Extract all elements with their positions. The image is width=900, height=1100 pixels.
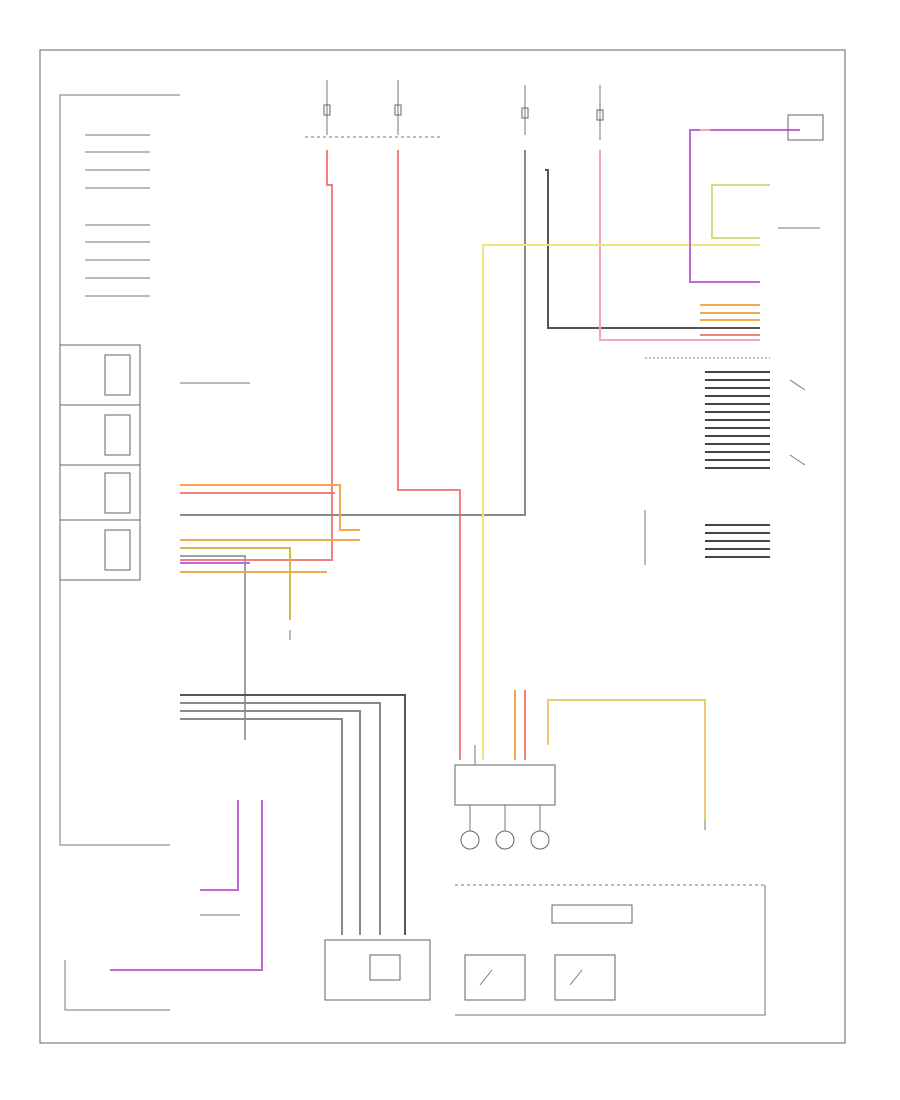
switch-box-left (464, 954, 526, 1001)
top-right-module (787, 114, 824, 141)
fuse-column-3 (521, 85, 529, 135)
lower-left-bracket (64, 960, 170, 1011)
connector-icon (369, 954, 401, 981)
bottom-switch-box-1 (551, 904, 633, 924)
switch-box-right (554, 954, 616, 1001)
black-wire-1 (545, 169, 760, 329)
fuse-icon (521, 107, 529, 119)
fuse-column-4 (596, 85, 604, 140)
switch-icon (789, 379, 806, 466)
fuse-icon (323, 104, 331, 116)
left-module-wires (180, 484, 360, 740)
left-sensor-stack (59, 344, 141, 581)
switch-icon (569, 969, 583, 986)
right-connector-block (700, 304, 760, 336)
fuse-icon (394, 104, 402, 116)
ground-icon (289, 630, 706, 830)
purple-wire-1 (689, 129, 800, 283)
yellow-wire-1 (482, 244, 760, 760)
motor-icon (104, 414, 131, 456)
orange-wire-right (547, 699, 706, 820)
motor-icon (104, 529, 131, 571)
red-wire-1 (180, 150, 333, 561)
bottom-gray-wires (180, 694, 406, 935)
left-module-bracket (59, 94, 180, 846)
selector-lever-wires-2 (705, 524, 770, 558)
green-wire-1 (711, 184, 770, 239)
motor-icon (104, 354, 131, 396)
red-wire-2 (397, 150, 461, 760)
switch-icon (479, 969, 493, 986)
fuse-column-2 (394, 80, 402, 135)
central-control-module (454, 764, 556, 806)
bottom-right-bracket (455, 885, 766, 1016)
selector-lever-wires (705, 371, 770, 469)
diagram-frame (39, 49, 846, 1044)
gray-wire-1 (180, 150, 526, 516)
fuse-column-1 (323, 80, 331, 135)
pink-wire-1 (599, 150, 760, 341)
motor-icon (460, 805, 550, 850)
purple-wires-bottom (110, 800, 263, 971)
left-switch-rows (85, 134, 150, 297)
bottom-left-module (324, 939, 431, 1001)
fuse-icon (596, 109, 604, 121)
motor-icon (104, 472, 131, 514)
